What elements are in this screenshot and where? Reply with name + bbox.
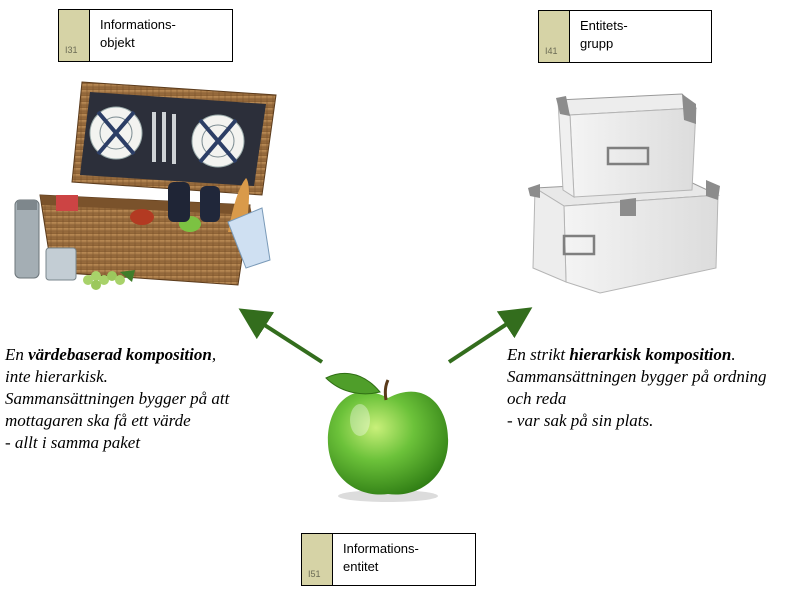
left-text-line3: Sammansättningen bygger på att <box>5 389 230 408</box>
arrow-to-basket <box>238 308 324 364</box>
arrow-to-boxes <box>447 307 533 364</box>
info-entity-name-line1: Informations- <box>343 541 419 556</box>
left-text-line5: - allt i samma paket <box>5 433 141 452</box>
picnic-basket-image <box>14 81 277 290</box>
right-description: En strikt hierarkisk komposition. Samman… <box>507 344 806 432</box>
green-apple-image <box>325 372 449 502</box>
info-entity-name-line2: entitet <box>343 559 379 574</box>
entity-group-label: I41 Entitets- grupp <box>538 10 712 63</box>
info-entity-code-cell: I51 <box>302 534 333 585</box>
entity-group-code: I41 <box>545 46 558 56</box>
storage-boxes-image <box>528 93 720 294</box>
right-text-line4: - var sak på sin plats. <box>507 411 654 430</box>
left-text-suffix: , <box>211 345 217 364</box>
left-text-prefix: En <box>5 345 29 364</box>
right-text-suffix: . <box>731 345 736 364</box>
left-text-line2: inte hierarkisk. <box>5 367 108 386</box>
left-text-line4: mottagaren ska få ett värde <box>5 411 191 430</box>
left-text-bold: värdebaserad komposition <box>28 345 212 364</box>
right-text-line3: och reda <box>507 389 567 408</box>
info-object-label: I31 Informations- objekt <box>58 9 233 62</box>
entity-group-code-cell: I41 <box>539 11 570 62</box>
info-entity-code: I51 <box>308 569 321 579</box>
right-text-line2: Sammansättningen bygger på ordning <box>507 367 767 386</box>
entity-group-name-line1: Entitets- <box>580 18 628 33</box>
right-text-prefix: En strikt <box>507 345 570 364</box>
info-object-code-cell: I31 <box>59 10 90 61</box>
right-text-bold: hierarkisk komposition <box>569 345 732 364</box>
info-entity-name: Informations- entitet <box>333 534 473 585</box>
info-object-code: I31 <box>65 45 78 55</box>
info-entity-label: I51 Informations- entitet <box>301 533 476 586</box>
info-object-name-line1: Informations- <box>100 17 176 32</box>
info-object-name-line2: objekt <box>100 35 135 50</box>
entity-group-name: Entitets- grupp <box>570 11 710 62</box>
info-object-name: Informations- objekt <box>90 10 230 61</box>
left-description: En värdebaserad komposition, inte hierar… <box>5 344 305 454</box>
entity-group-name-line2: grupp <box>580 36 614 51</box>
